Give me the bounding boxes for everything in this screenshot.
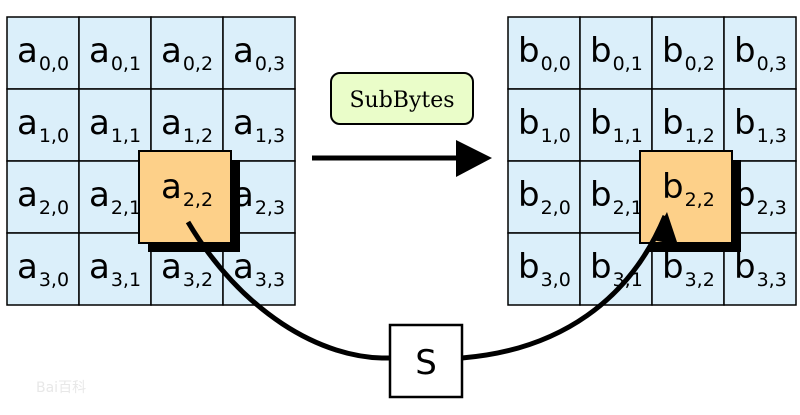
output-cell-label: b0,3 — [734, 31, 787, 75]
input-highlight-cell: a2,2 — [138, 150, 240, 252]
output-cell-label: b2,0 — [518, 175, 571, 219]
output-cell-label: b1,1 — [590, 103, 643, 147]
operation-box: SubBytes — [330, 72, 474, 125]
output-cell — [579, 88, 653, 162]
output-arrowhead-icon — [652, 212, 678, 245]
output-cell-label: b2,1 — [590, 175, 643, 219]
input-cell — [222, 88, 296, 162]
input-cell-label: a1,3 — [233, 103, 285, 147]
output-cell-label: b2,2 — [662, 167, 715, 211]
input-cell-label: a2,1 — [89, 175, 141, 219]
transform-arrow — [312, 140, 492, 177]
output-cell-label: b1,0 — [518, 103, 571, 147]
sbox: S — [388, 323, 464, 399]
input-cell-label: a3,1 — [89, 247, 141, 291]
input-cell-label: a1,2 — [161, 103, 213, 147]
sbox-label: S — [415, 343, 437, 383]
sbox-flow-curve — [185, 215, 668, 361]
output-cell-label: b1,3 — [734, 103, 787, 147]
output-cell-label: b3,3 — [734, 247, 787, 291]
input-cell-label: a1,0 — [17, 103, 69, 147]
output-cell-label: b3,2 — [662, 247, 715, 291]
input-cell — [78, 232, 152, 306]
input-cell — [222, 16, 296, 90]
output-cell — [507, 160, 581, 234]
input-cell — [78, 88, 152, 162]
input-cell — [150, 16, 224, 90]
input-cell-label: a0,0 — [17, 31, 69, 75]
input-cell — [78, 16, 152, 90]
input-cell-label: a2,0 — [17, 175, 69, 219]
input-cell-label: a2,2 — [161, 167, 213, 211]
output-state-grid: b0,0 b0,1 b0,2 b0,3 b1,0 b1,1 b1,2 b1,3 b2,0 b2,1… — [507, 16, 797, 306]
output-cell-label: b0,1 — [590, 31, 643, 75]
input-state-grid: a0,0 a0,1 a0,2 a0,3 a1,0 a1,1 a1,2 a1,3 a2,0 a2,1… — [6, 16, 296, 306]
output-cell-label: b3,0 — [518, 247, 571, 291]
output-cell-label: b0,2 — [662, 31, 715, 75]
arrowhead-icon — [456, 140, 492, 177]
output-cell — [651, 88, 725, 162]
input-cell-label: a0,1 — [89, 31, 141, 75]
input-cell-label: a3,3 — [233, 247, 285, 291]
operation-label: SubBytes — [349, 88, 454, 113]
input-cell-label: a0,3 — [233, 31, 285, 75]
input-cell — [6, 232, 80, 306]
input-cell-label: a3,2 — [161, 247, 213, 291]
input-cell — [6, 16, 80, 90]
output-cell — [507, 232, 581, 306]
input-cell-label: a0,2 — [161, 31, 213, 75]
output-cell-label: b1,2 — [662, 103, 715, 147]
output-cell — [507, 16, 581, 90]
watermark: Bai百科 — [36, 380, 86, 396]
output-cell-label: b0,0 — [518, 31, 571, 75]
input-cell-label: a3,0 — [17, 247, 69, 291]
output-highlight-cell: b2,2 — [639, 150, 741, 252]
input-cell-label: a1,1 — [89, 103, 141, 147]
